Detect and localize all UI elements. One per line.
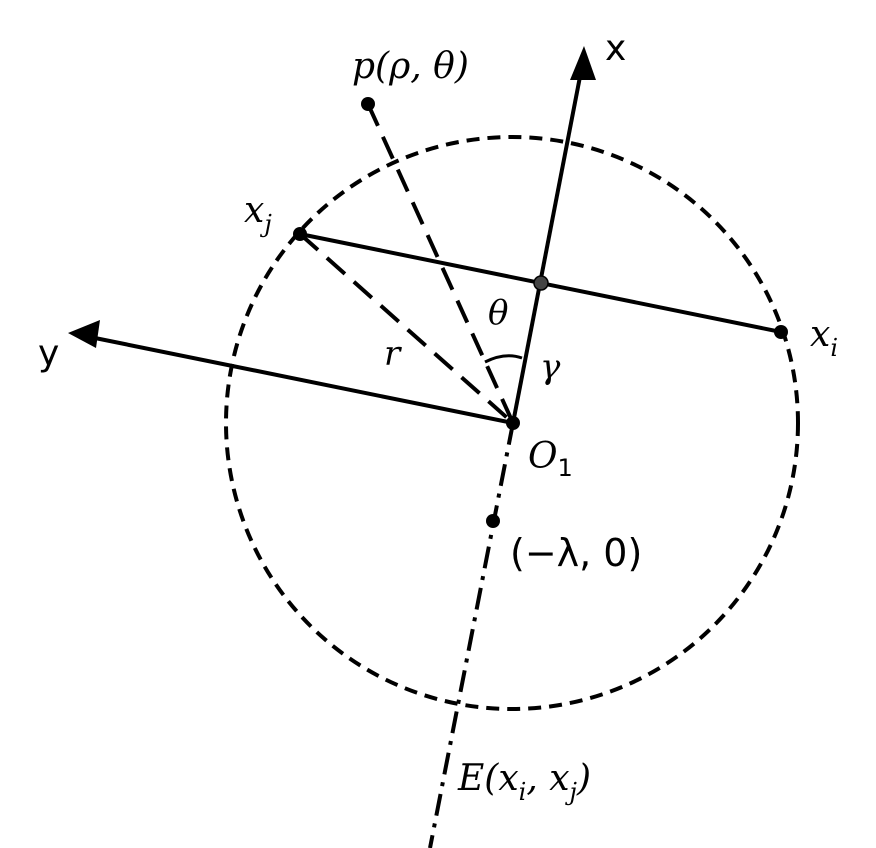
y-axis-arrow	[89, 335, 514, 425]
origin-label: O1	[528, 436, 573, 482]
dashed-line-r	[298, 232, 515, 425]
angle-arc	[484, 354, 523, 364]
r-label: r	[384, 334, 402, 374]
theta-label: θ	[488, 293, 508, 333]
lambda-point-label: (−λ, 0)	[510, 531, 642, 575]
point-p	[361, 97, 375, 111]
point-xj-label: xj	[244, 190, 272, 238]
point-lambda	[486, 514, 500, 528]
y-axis-arrowhead	[68, 320, 100, 348]
axis-x-label: x	[605, 28, 626, 69]
point-center	[533, 275, 549, 291]
ellipse-label: E(xi, xj)	[457, 758, 591, 806]
point-xi-label: xi	[810, 314, 838, 362]
x-axis-arrow	[511, 54, 588, 424]
x-axis-arrowhead	[570, 46, 596, 80]
dashed-circle	[224, 135, 800, 711]
point-p-label: p(ρ, θ)	[352, 46, 469, 87]
dashed-line-p	[366, 103, 515, 424]
dash-dot-axis	[428, 422, 515, 848]
point-xj	[293, 227, 307, 241]
point-xi	[774, 325, 788, 339]
point-origin	[506, 416, 520, 430]
gamma-label: γ	[540, 347, 561, 387]
axis-y-label: y	[38, 333, 59, 374]
